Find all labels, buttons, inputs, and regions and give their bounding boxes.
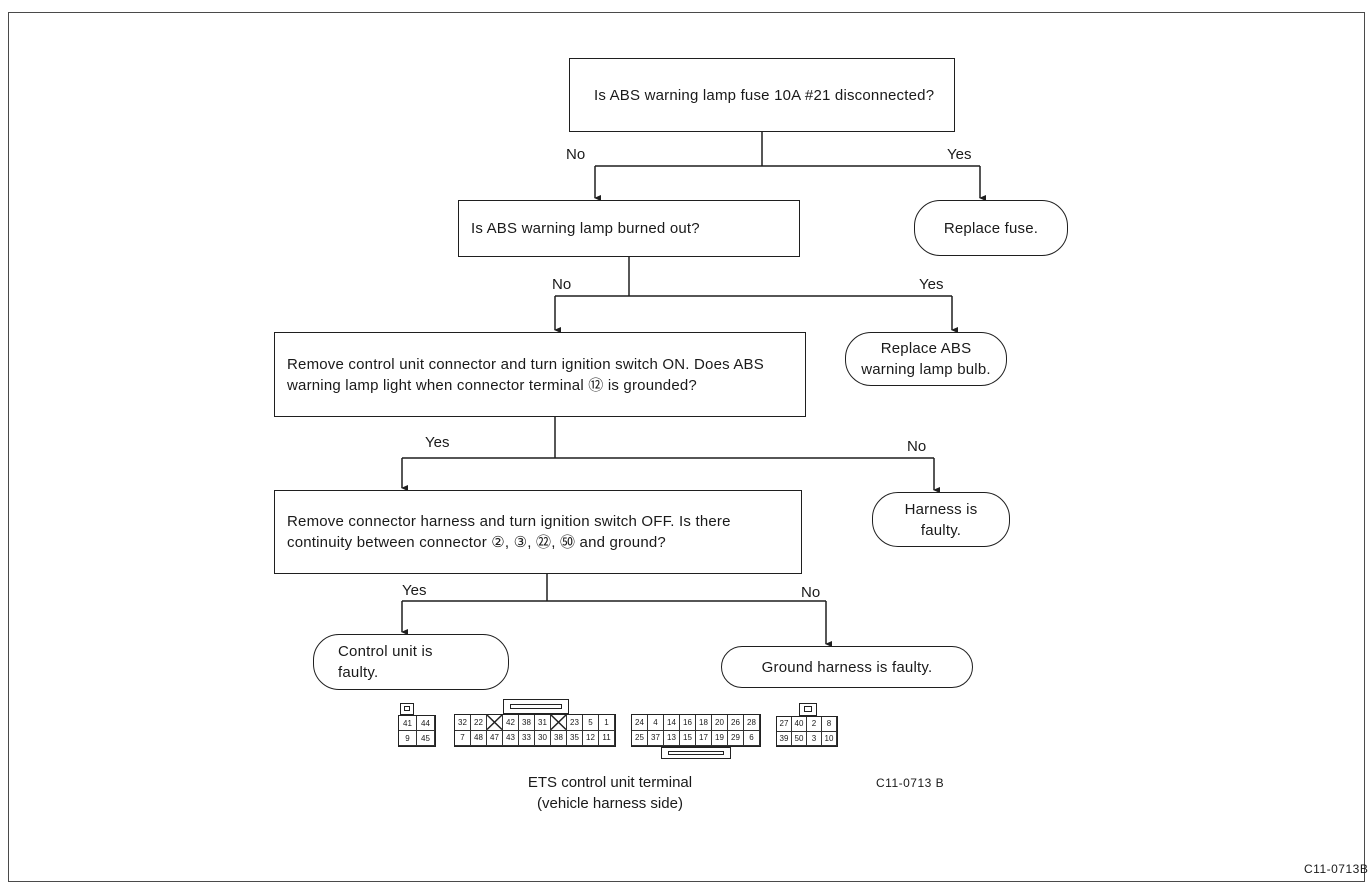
terminal-cell: 19 [712,730,728,746]
terminal-cell: 44 [417,716,435,731]
terminal-cell: 24 [632,715,648,731]
connector-caption: ETS control unit terminal (vehicle harne… [480,772,740,814]
terminal-cell: 8 [822,717,837,732]
terminal-cell: 11 [599,730,615,746]
terminal-cell: 25 [632,730,648,746]
connector-caption-line1: ETS control unit terminal [527,774,693,791]
terminal-cell: 13 [664,730,680,746]
terminal-cell: 33 [519,730,535,746]
terminal-cell: 10 [822,731,837,746]
connector-latch-1 [400,703,414,715]
terminal-cell: 47 [487,730,503,746]
decision-lamp-burned-text: Is ABS warning lamp burned out? [471,220,700,237]
branch-label-q3-no: No [907,438,927,455]
terminal-cell: 5 [583,715,599,731]
terminal-cell: 18 [696,715,712,731]
terminal-cell: 42 [503,715,519,731]
terminal-cell: 3 [807,731,822,746]
result-replace-fuse: Replace fuse. [914,200,1068,256]
terminal-cell: 4 [648,715,664,731]
branch-label-q4-yes: Yes [402,582,427,599]
terminal-cell: 30 [535,730,551,746]
decision-terminal-grounded: Remove control unit connector and turn i… [274,332,806,417]
terminal-cell: 39 [777,731,792,746]
result-control-unit-faulty: Control unit is faulty. [313,634,509,690]
terminal-cell: 40 [792,717,807,732]
result-harness-faulty: Harness is faulty. [872,492,1010,547]
terminal-cell: 41 [399,716,417,731]
branch-label-q1-no: No [566,146,586,163]
terminal-cell: 20 [712,715,728,731]
branch-label-q2-yes: Yes [919,276,944,293]
terminal-cell: 35 [567,730,583,746]
result-ground-harness-faulty: Ground harness is faulty. [721,646,973,688]
result-ground-harness-faulty-text: Ground harness is faulty. [761,658,933,676]
decision-fuse: Is ABS warning lamp fuse 10A #21 disconn… [569,58,955,132]
terminal-cell: 38 [519,715,535,731]
terminal-cell: 31 [535,715,551,731]
terminal-cell: 32 [455,715,471,731]
decision-fuse-text: Is ABS warning lamp fuse 10A #21 disconn… [594,86,935,104]
terminal-cell: 23 [567,715,583,731]
terminal-cell: 26 [728,715,744,731]
terminal-cell: 22 [471,715,487,731]
branch-label-q3-yes: Yes [425,434,450,451]
result-replace-bulb-text: Replace ABS warning lamp bulb. [861,340,991,378]
terminal-cell: 29 [728,730,744,746]
terminal-cell: 9 [399,731,417,746]
branch-label-q1-yes: Yes [947,146,972,163]
connector-caption-line2: (vehicle harness side) [537,795,683,812]
terminal-cell: 27 [777,717,792,732]
connector-latch-2 [503,699,569,714]
result-replace-fuse-text: Replace fuse. [943,219,1039,237]
decision-lamp-burned: Is ABS warning lamp burned out? [458,200,800,257]
terminal-cell: 2 [807,717,822,732]
result-harness-faulty-text: Harness is faulty. [904,500,978,539]
terminal-cell: 45 [417,731,435,746]
connector-latch-4 [799,703,817,716]
terminal-cell: 15 [680,730,696,746]
terminal-cell: 48 [471,730,487,746]
decision-continuity: Remove connector harness and turn igniti… [274,490,802,574]
terminal-cell: 1 [599,715,615,731]
figure-frame [8,12,1365,882]
result-control-unit-faulty-text: Control unit is faulty. [338,643,433,681]
inner-figure-ref: C11-0713 B [876,776,945,790]
decision-continuity-text: Remove connector harness and turn igniti… [287,513,731,551]
branch-label-q2-no: No [552,276,572,293]
decision-terminal-grounded-text: Remove control unit connector and turn i… [287,355,764,394]
terminal-cell: 37 [648,730,664,746]
terminal-cell: 16 [680,715,696,731]
result-replace-bulb: Replace ABS warning lamp bulb. [845,332,1007,386]
terminal-cell: 50 [792,731,807,746]
terminal-cell [551,715,567,731]
terminal-cell: 6 [744,730,760,746]
terminal-cell: 17 [696,730,712,746]
terminal-cell: 14 [664,715,680,731]
terminal-cell: 12 [583,730,599,746]
terminal-cell: 38 [551,730,567,746]
terminal-cell: 28 [744,715,760,731]
terminal-cell: 7 [455,730,471,746]
branch-label-q4-no: No [801,584,821,601]
terminal-cell: 43 [503,730,519,746]
figure-ref: C11-0713B [1304,862,1369,876]
terminal-cell [487,715,503,731]
connector-latch-3 [661,747,731,759]
